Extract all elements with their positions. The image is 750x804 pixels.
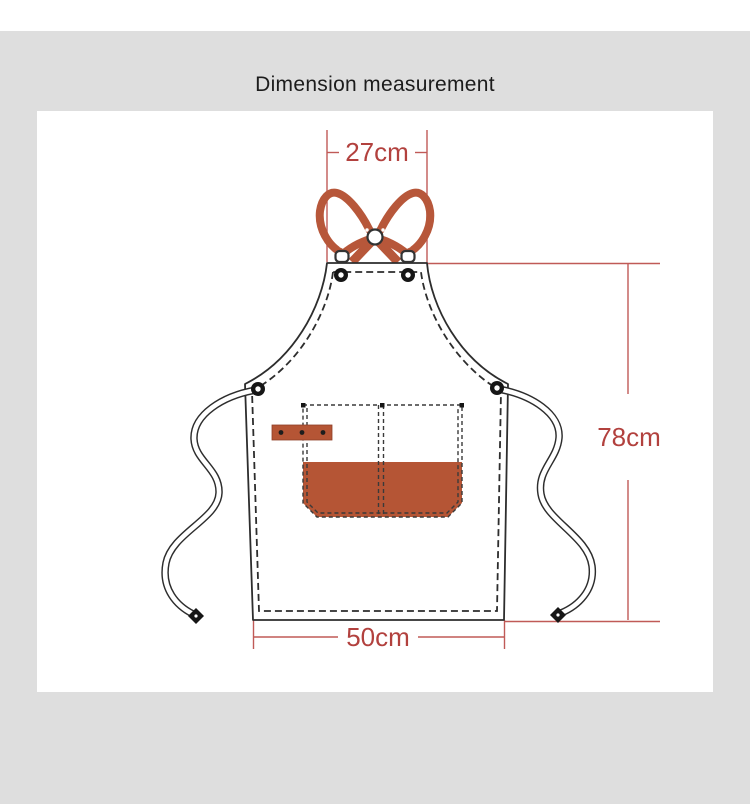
grommet-waist-left-icon (251, 382, 265, 396)
dim-label-bottom-width: 50cm (346, 622, 410, 652)
strap-cross-leg-left (348, 236, 377, 266)
pocket-inner-stitching (306, 408, 459, 514)
strap-cross-leg-right (373, 236, 402, 266)
tie-left-tip-icon (188, 608, 204, 624)
apron-stitching (251, 271, 502, 612)
apron-silhouette (244, 262, 509, 621)
label-rivet-2 (299, 430, 305, 435)
front-pocket (271, 403, 464, 518)
pocket-outline (302, 404, 463, 518)
dimension-labels: 27cm 78cm 50cm (345, 137, 661, 652)
strap-hardware (334, 228, 416, 264)
waist-tie-left (161, 386, 260, 624)
strap-rivet-dot (339, 244, 343, 248)
apron-body (244, 262, 509, 621)
grommets (251, 268, 504, 396)
dimension-guide-lines (252, 130, 660, 649)
pocket-tack-center (380, 403, 385, 408)
pocket-tack-left (301, 403, 306, 408)
dim-label-top-width: 27cm (345, 137, 409, 167)
strap-rivet-dot (365, 228, 369, 232)
pocket-tack-right (459, 403, 464, 408)
pocket-lower-panel (303, 462, 462, 517)
page-title: Dimension measurement (255, 73, 495, 96)
grommet-top-left-icon (334, 268, 348, 282)
label-rivet-1 (278, 430, 284, 435)
clasp-left-icon (334, 249, 350, 264)
grommet-top-right-icon (401, 268, 415, 282)
clasp-right-icon (400, 249, 416, 264)
strap-rivet-dot (407, 244, 411, 248)
grommet-waist-right-icon (490, 381, 504, 395)
dim-label-height: 78cm (597, 422, 661, 452)
strap-center-ring-icon (366, 228, 384, 246)
pocket-side-label (271, 424, 333, 441)
strap-rivet-dot (381, 228, 385, 232)
label-rivet-3 (320, 430, 326, 435)
waist-tie-right (494, 385, 597, 623)
tie-right-tip-icon (550, 607, 566, 623)
